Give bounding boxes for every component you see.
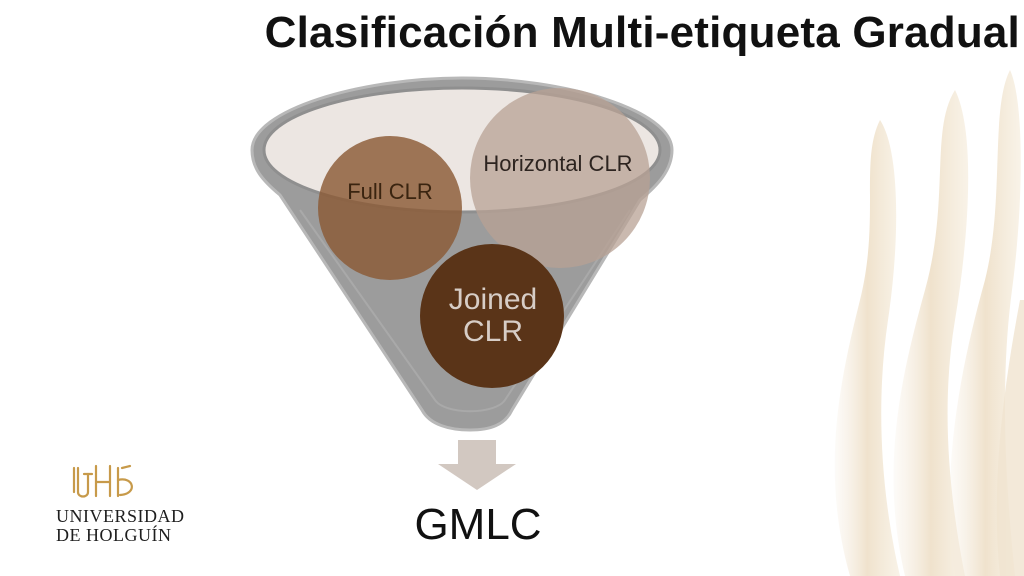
horizontal-clr-label: Horizontal CLR: [483, 151, 633, 176]
logo-text-line2: DE HOLGUÍN: [56, 525, 172, 545]
down-arrow: [438, 440, 516, 490]
university-logo: [72, 464, 133, 498]
full-clr-circle: [318, 136, 462, 280]
slide-title: Clasificación Multi-etiqueta Gradual: [264, 8, 1020, 57]
joined-clr-circle: [420, 244, 564, 388]
horizontal-clr-circle: [470, 88, 650, 268]
full-clr-label: Full CLR: [347, 179, 433, 204]
joined-clr-label: Joined CLR: [448, 283, 538, 348]
logo-text-line1: UNIVERSIDAD: [56, 506, 185, 526]
gmlc-result-label: GMLC: [414, 500, 542, 549]
